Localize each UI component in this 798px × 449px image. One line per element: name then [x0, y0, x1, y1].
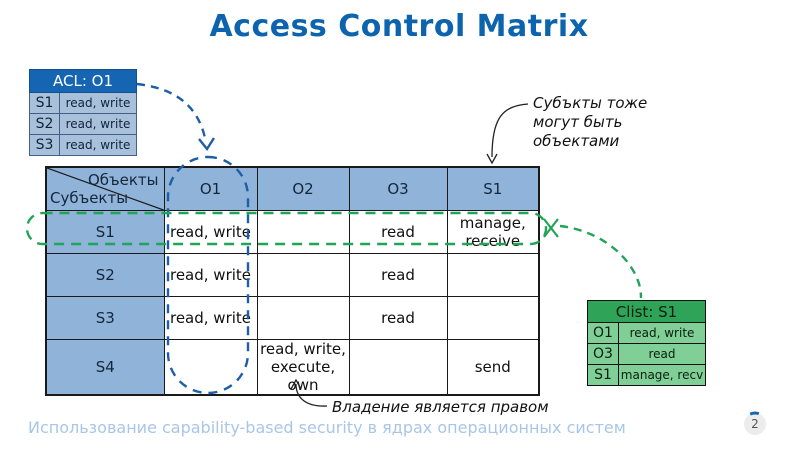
acl-row-key: S3 — [29, 134, 60, 156]
slide-title: Access Control Matrix — [209, 9, 589, 44]
clist-row-value: manage, recv — [618, 364, 706, 386]
matrix-cell — [256, 296, 350, 340]
matrix-col-header: O3 — [348, 166, 448, 211]
matrix-cell — [256, 253, 350, 297]
matrix-row-header: S3 — [45, 296, 165, 340]
table-row: S1 read, write read manage, receive — [45, 210, 540, 254]
access-control-matrix: Объекты Субъекты O1 O2 O3 S1 S1 read, wr… — [45, 166, 540, 396]
table-row: S1 manage, recv — [587, 364, 706, 386]
matrix-cell — [163, 339, 258, 396]
matrix-col-header: O2 — [256, 166, 350, 211]
subjects-note-arrowhead-icon — [486, 153, 498, 165]
table-row: S2 read, write — [29, 113, 137, 135]
table-row: O3 read — [587, 343, 706, 365]
matrix-cell: read — [348, 210, 448, 254]
acl-row-value: read, write — [59, 92, 137, 114]
clist-row-value: read, write — [618, 322, 706, 344]
diagonal-divider — [47, 168, 164, 210]
footer-title: Использование capability-based security … — [28, 418, 626, 437]
matrix-col-header: S1 — [446, 166, 540, 211]
table-row: S3 read, write read — [45, 296, 540, 340]
matrix-cell — [256, 210, 350, 254]
matrix-cell: read, write, execute, own — [256, 339, 350, 396]
ownership-note: Владение является правом — [332, 398, 549, 416]
matrix-cell: send — [446, 339, 540, 396]
matrix-row-header: S4 — [45, 339, 165, 396]
matrix-cell: read, write — [163, 210, 258, 254]
s1-highlight-tip-icon — [543, 218, 559, 238]
acl-to-o1-arrow — [136, 82, 207, 139]
table-row: O1 read, write — [587, 322, 706, 344]
matrix-cell: read — [348, 253, 448, 297]
matrix-cell: read — [348, 296, 448, 340]
clist-row-key: O1 — [587, 322, 619, 344]
corner-label-objects: Объекты — [87, 171, 159, 189]
matrix-cell — [348, 339, 448, 396]
page-number-badge: 2 — [744, 413, 766, 435]
s1-to-clist-connector — [559, 224, 643, 299]
matrix-corner-cell: Объекты Субъекты — [45, 166, 165, 211]
clist-row-key: S1 — [587, 364, 619, 386]
acl-arrowhead-icon — [198, 137, 216, 152]
acl-row-value: read, write — [59, 113, 137, 135]
clist-row-key: O3 — [587, 343, 619, 365]
subjects-note-arrow — [491, 103, 529, 158]
matrix-col-header: O1 — [163, 166, 258, 211]
matrix-cell: read, write — [163, 253, 258, 297]
table-row: S3 read, write — [29, 134, 137, 156]
subjects-note: Субъкты тоже могут быть объектами — [533, 94, 648, 150]
table-row: S4 read, write, execute, own send — [45, 339, 540, 396]
clist-table-title: Clist: S1 — [587, 300, 706, 323]
s1-highlight-tip-icon — [543, 218, 559, 238]
matrix-row-header: S2 — [45, 253, 165, 297]
acl-row-value: read, write — [59, 134, 137, 156]
matrix-row-header: S1 — [45, 210, 165, 254]
matrix-cell: manage, receive — [446, 210, 540, 254]
acl-row-key: S1 — [29, 92, 60, 114]
clist-row-value: read — [618, 343, 706, 365]
acl-table: ACL: O1 S1 read, write S2 read, write S3… — [29, 69, 137, 156]
corner-label-subjects: Субъекты — [50, 189, 129, 207]
matrix-cell — [446, 296, 540, 340]
table-row: S1 read, write — [29, 92, 137, 114]
clist-table: Clist: S1 O1 read, write O3 read S1 mana… — [587, 300, 706, 386]
acl-row-key: S2 — [29, 113, 60, 135]
matrix-cell: read, write — [163, 296, 258, 340]
matrix-cell — [446, 253, 540, 297]
acl-table-title: ACL: O1 — [29, 69, 137, 93]
table-row: S2 read, write read — [45, 253, 540, 297]
